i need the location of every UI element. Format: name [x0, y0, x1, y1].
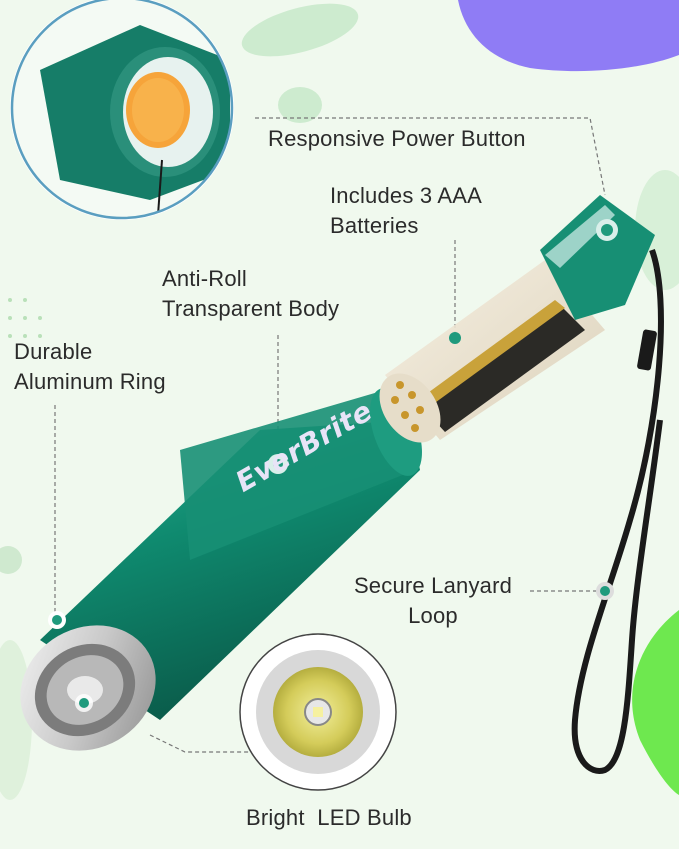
- leaf-shape: [278, 87, 322, 123]
- leaf-shape: [0, 546, 22, 574]
- lime-blob: [632, 610, 679, 795]
- power-button-inset: [10, 0, 234, 220]
- battery-holder: [379, 195, 655, 443]
- leaf-shape: [635, 170, 679, 290]
- flashlight-head: [20, 388, 422, 751]
- callout-led-bulb: Bright LED Bulb: [246, 805, 412, 830]
- purple-blob: [458, 0, 679, 72]
- leaf-shape: [241, 3, 359, 57]
- callout-transparent-body: Anti-Roll Transparent Body: [162, 266, 340, 321]
- callout-markers: [48, 219, 618, 712]
- callout-batteries: Includes 3 AAA Batteries: [330, 183, 483, 238]
- callout-lanyard: Secure Lanyard Loop: [353, 573, 513, 628]
- dot-pattern: [8, 298, 42, 338]
- callout-power-button: Responsive Power Button: [268, 126, 526, 151]
- callout-aluminum-ring: Durable Aluminum Ring: [14, 339, 166, 394]
- lanyard-cord: [571, 248, 664, 774]
- led-inset: [239, 633, 397, 791]
